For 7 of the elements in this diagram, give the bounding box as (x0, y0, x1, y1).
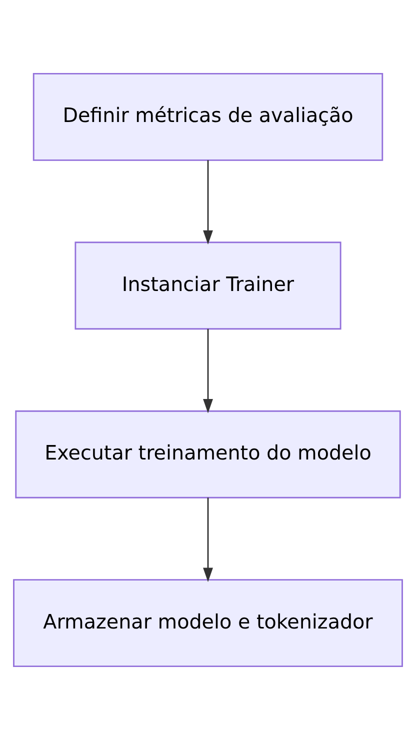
node-box: Instanciar Trainer (74, 242, 342, 330)
node-box: Executar treinamento do modelo (15, 410, 401, 498)
node-box: Definir métricas de avaliação (32, 72, 384, 161)
arrow (203, 328, 213, 414)
arrow (203, 498, 213, 582)
arrow (203, 160, 213, 245)
node-box: Armazenar modelo e tokenizador (13, 579, 403, 668)
